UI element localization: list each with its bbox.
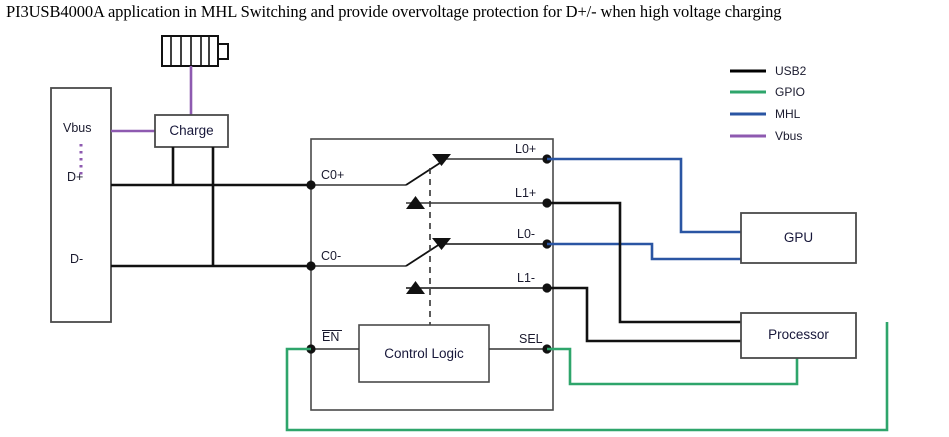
- legend-label-gpio: GPIO: [775, 85, 806, 99]
- battery-icon: [161, 35, 229, 67]
- triangle-arrow-icon-l0minus: [432, 238, 451, 250]
- pin-node-c0plus: [306, 180, 316, 190]
- ic-pin-label-select: SEL: [519, 332, 543, 346]
- page-title: PI3USB4000A application in MHL Switching…: [6, 2, 782, 21]
- charge-block-label: Charge: [169, 123, 214, 138]
- connector-pin-dminus: D-: [70, 252, 84, 266]
- connector-pin-dplus: D+: [67, 170, 84, 184]
- legend-label-mhl: MHL: [775, 107, 801, 121]
- processor-block-label: Processor: [768, 327, 829, 342]
- switch-arm-lower: [405, 241, 444, 267]
- connector-pin-vbus: Vbus: [63, 121, 92, 135]
- wire-usb2-l1plus-to-processor: [547, 201, 741, 324]
- ic-pin-label-c0minus: C0-: [321, 249, 342, 263]
- pin-node-c0minus: [306, 261, 316, 271]
- switch-arm-upper: [405, 160, 444, 186]
- ic-pin-label-l1minus: L1-: [517, 271, 536, 285]
- gpu-block: [740, 212, 857, 264]
- triangle-arrow-icon-l0plus: [432, 154, 451, 166]
- ic-pin-label-c0plus: C0+: [321, 168, 345, 182]
- wire-usb2-l1minus-to-processor: [547, 286, 741, 343]
- enable-overline: [322, 330, 342, 331]
- legend-label-vbus: Vbus: [775, 129, 803, 143]
- enable-text: EN: [322, 330, 340, 344]
- legend-label-usb2: USB2: [775, 64, 807, 78]
- usb-connector-block: [50, 87, 112, 323]
- wire-mhl-l0minus-to-gpu: [547, 242, 741, 261]
- ic-pin-label-l1plus: L1+: [515, 186, 537, 200]
- ic-pin-label-l0minus: L0-: [517, 227, 536, 241]
- wire-gpio-en-to-processor: [285, 322, 889, 432]
- ic-pin-label-l0plus: L0+: [515, 142, 537, 156]
- gpu-block-label: GPU: [783, 230, 814, 245]
- wire-gpio-sel-to-processor: [547, 347, 799, 386]
- processor-block: [740, 312, 857, 359]
- triangle-arrow-icon-l1minus: [406, 281, 425, 294]
- triangle-arrow-icon-l1plus: [406, 196, 425, 209]
- charge-block: [154, 114, 229, 148]
- ic-pin-label-enable: EN: [322, 330, 342, 344]
- control-logic-block: [358, 324, 490, 383]
- control-logic-block-label: Control Logic: [384, 346, 464, 361]
- wire-mhl-l0plus-to-gpu: [547, 157, 741, 234]
